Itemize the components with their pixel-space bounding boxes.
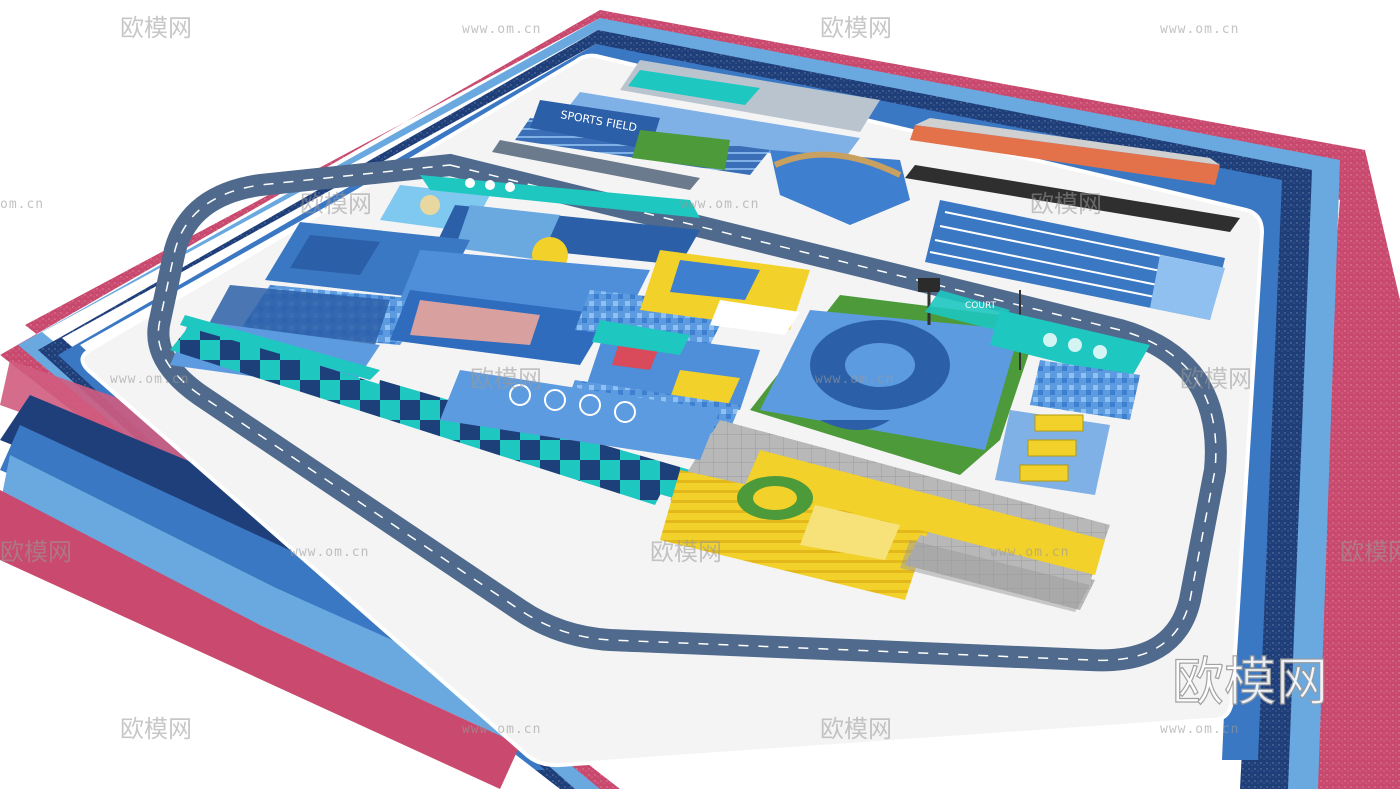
watermark-brand: 欧模网 (1030, 190, 1102, 218)
watermark-url: www.om.cn (462, 22, 541, 37)
watermark-url: www.om.cn (1160, 722, 1239, 737)
basketball-court: COURT (750, 278, 1150, 475)
stadium-block: SPORTS FIELD (492, 60, 1240, 232)
watermark-url: www.om.cn (815, 372, 894, 387)
watermarks: 欧模网 www.om.cn 欧模网 www.om.cn om.cn 欧模网 ww… (0, 14, 1400, 743)
watermark-url: www.om.cn (680, 197, 759, 212)
watermark-url: www.om.cn (990, 545, 1069, 560)
circle-pattern-panel (440, 370, 720, 460)
watermark-url: www.om.cn (1160, 22, 1239, 37)
watermark-brand: 欧模网 (820, 715, 892, 743)
watermark-url: www.om.cn (110, 372, 189, 387)
watermark-brand: 欧模网 (120, 715, 192, 743)
watermark-brand: 欧模网 (300, 190, 372, 218)
watermark-brand: 欧模网 (120, 14, 192, 42)
watermark-brand: 欧模网 (1180, 365, 1252, 393)
activity-zones-left (170, 175, 730, 390)
watermark-brand: 欧模网 (650, 538, 722, 566)
watermark-brand: 欧模网 (0, 538, 72, 566)
watermark-url: om.cn (0, 197, 44, 212)
watermark-large: 欧模网 (1172, 653, 1328, 713)
watermark-brand: 欧模网 (470, 365, 542, 393)
court-word: COURT (965, 301, 997, 311)
watermark-brand: 欧模网 (1340, 538, 1400, 566)
watermark-brand: 欧模网 (820, 14, 892, 42)
yellow-playground (660, 420, 1110, 612)
yellow-blocks-area (995, 360, 1140, 495)
lane-strip-right (925, 200, 1225, 320)
watermark-url: www.om.cn (290, 545, 369, 560)
watermark-url: www.om.cn (462, 722, 541, 737)
